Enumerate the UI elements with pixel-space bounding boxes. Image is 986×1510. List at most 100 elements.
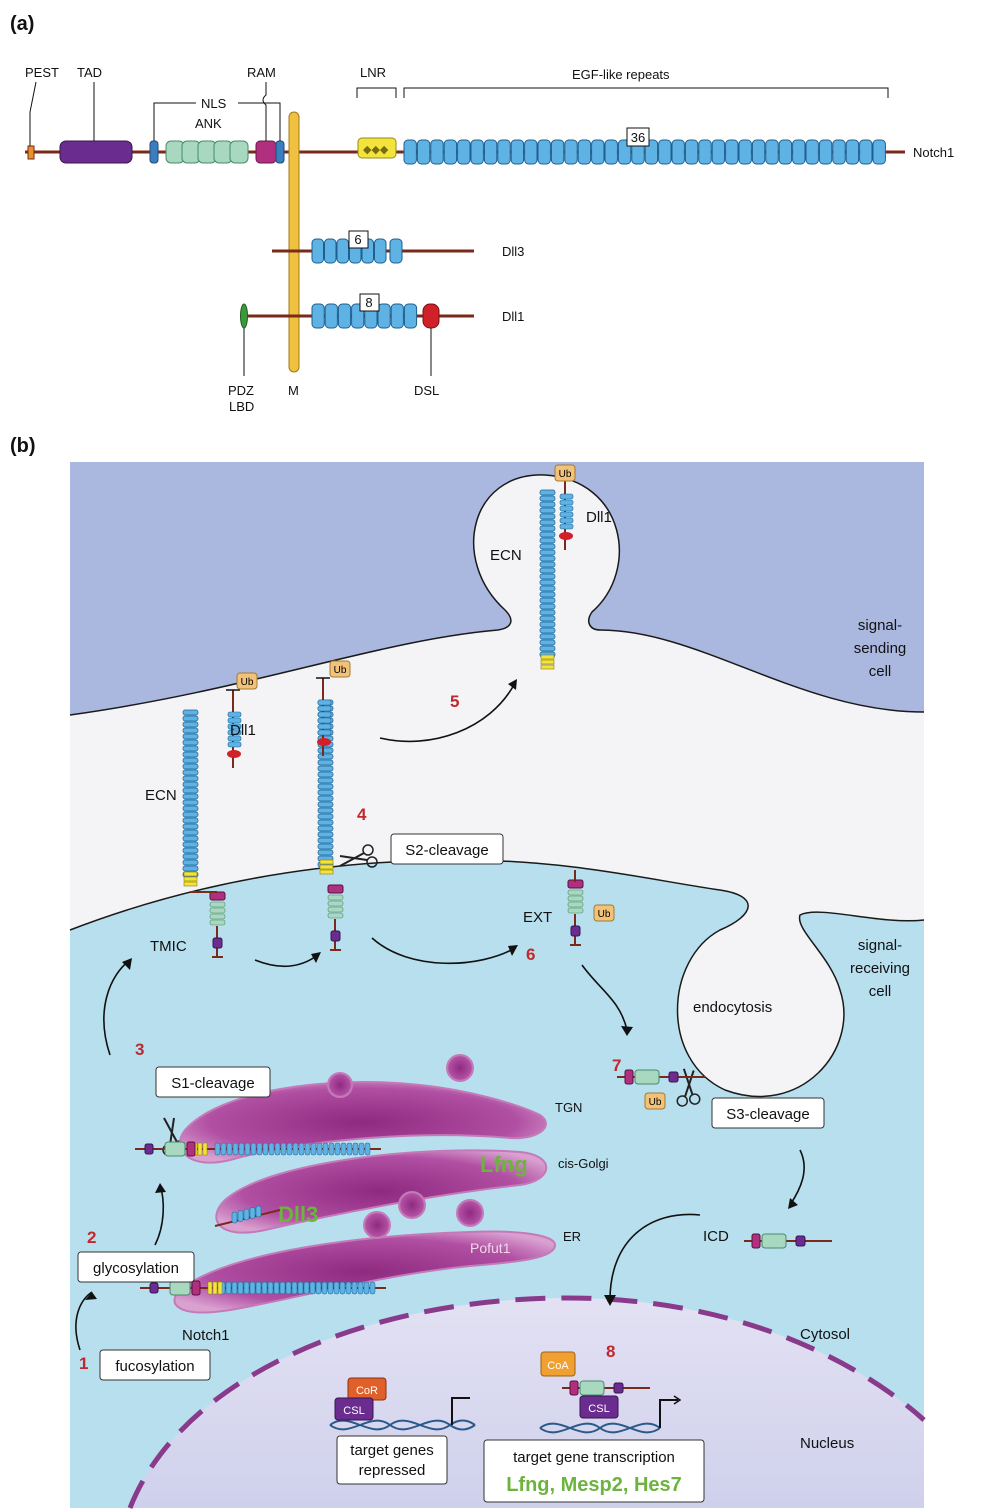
ecn-repeat <box>182 793 199 800</box>
egf-repeat <box>564 139 578 165</box>
dll3-name: Dll3 <box>502 244 524 259</box>
egf-repeat <box>845 139 860 165</box>
egf-repeat <box>725 139 739 165</box>
dll1-repeat-count: 8 <box>365 295 372 310</box>
ub-tag-2: Ub <box>329 660 351 678</box>
ecn-repeat <box>539 519 556 526</box>
sending-cell-label: signal- sending cell <box>854 617 907 680</box>
ecn-repeat <box>539 555 556 562</box>
egf-repeat <box>698 139 712 165</box>
dna-active <box>539 1395 682 1434</box>
svg-text:S2-cleavage: S2-cleavage <box>405 842 488 859</box>
egf-repeat <box>443 139 458 165</box>
egf-repeat <box>778 139 793 165</box>
egf-repeat <box>403 303 418 329</box>
egf-repeat <box>457 139 471 165</box>
egf-repeat <box>336 238 349 264</box>
egf-repeat <box>324 238 337 264</box>
nls-label: NLS <box>201 96 227 111</box>
panel-b-label: (b) <box>10 435 36 457</box>
notch1-repeat-count-box <box>626 127 650 147</box>
lnr-domain: ◆◆◆ <box>357 137 397 159</box>
ecn-repeat <box>539 639 556 646</box>
svg-text:repressed: repressed <box>359 1462 426 1479</box>
ecn-repeat <box>182 817 199 824</box>
svg-text:CoA: CoA <box>547 1360 569 1372</box>
ecn-repeat <box>182 835 199 842</box>
er-label: ER <box>563 1229 581 1244</box>
ecn-repeat <box>317 771 334 778</box>
egf-repeat <box>470 139 484 165</box>
svg-text:cell: cell <box>869 663 892 680</box>
egf-repeat <box>311 303 325 329</box>
ecn-repeat <box>539 621 556 628</box>
receiving-cell-label: signal- receiving cell <box>850 937 910 1000</box>
svg-text:Ub: Ub <box>334 665 347 676</box>
ecn-repeat <box>182 727 199 734</box>
ecn-repeat <box>539 537 556 544</box>
ecn-repeat <box>317 747 334 754</box>
notch1-repeat-count: 36 <box>631 130 645 145</box>
ecn-repeat <box>539 573 556 580</box>
cor-complex: CoR CSL <box>334 1377 387 1421</box>
dll1-label-top: Dll1 <box>586 509 612 526</box>
ecn-repeat <box>539 543 556 550</box>
membrane-m <box>288 111 300 373</box>
svg-text:◆◆◆: ◆◆◆ <box>363 144 389 156</box>
svg-text:sending: sending <box>854 640 907 657</box>
step-4: 4 <box>357 805 367 824</box>
ecn-repeat <box>539 567 556 574</box>
ecn-repeat <box>539 591 556 598</box>
ecn-repeat <box>182 745 199 752</box>
nls-domain-1 <box>149 140 159 164</box>
pdz-domain <box>240 303 248 329</box>
ecn-repeat <box>317 777 334 784</box>
egf-repeat <box>537 139 551 165</box>
step-2: 2 <box>87 1228 96 1247</box>
ecn-repeat <box>182 709 199 716</box>
svg-text:CSL: CSL <box>343 1405 364 1417</box>
egf-repeat <box>711 139 726 165</box>
step-8: 8 <box>606 1342 615 1361</box>
dll3-golgi-label: Dll3 <box>278 1202 318 1227</box>
egf-label: EGF-like repeats <box>572 67 670 82</box>
egf-repeat <box>374 238 387 264</box>
ank-domain <box>165 140 249 164</box>
ecn-repeat <box>182 757 199 764</box>
svg-text:target genes: target genes <box>350 1442 433 1459</box>
egf-repeat <box>403 139 417 165</box>
svg-text:Ub: Ub <box>559 469 572 480</box>
svg-text:CoR: CoR <box>356 1385 378 1397</box>
step-7: 7 <box>612 1056 621 1075</box>
egf-repeat <box>591 139 605 165</box>
ecn-repeat <box>317 831 334 838</box>
dna-repressed <box>329 1397 476 1431</box>
dll3-repeat-count-box <box>348 230 369 249</box>
svg-text:S1-cleavage: S1-cleavage <box>171 1075 254 1092</box>
dll3-repeat-count: 6 <box>354 232 361 247</box>
pofut1-label: Pofut1 <box>470 1240 511 1256</box>
egf-repeat <box>497 139 511 165</box>
panel-a-label: (a) <box>10 13 34 35</box>
egf-repeat <box>577 139 592 165</box>
target-gene-transcription-box: target gene transcription Lfng, Mesp2, H… <box>483 1439 705 1503</box>
egf-repeat <box>751 139 766 165</box>
ecn-repeat <box>539 609 556 616</box>
ecn-repeat <box>539 597 556 604</box>
ecn-repeat <box>317 759 334 766</box>
egf-repeat <box>430 139 444 165</box>
nucleus-label: Nucleus <box>800 1435 854 1452</box>
ecn-repeat <box>317 843 334 850</box>
egf-repeat <box>311 238 324 264</box>
tad-label: TAD <box>77 65 102 80</box>
fucosylation-box: fucosylation <box>99 1349 211 1381</box>
step-3: 3 <box>135 1040 144 1059</box>
ecn-repeat <box>182 811 199 818</box>
scissors-icon <box>339 844 378 868</box>
cis-golgi-label: cis-Golgi <box>558 1156 609 1171</box>
nls-domain-2 <box>275 140 285 164</box>
nuclear-envelope <box>127 1295 926 1509</box>
lnr-label: LNR <box>360 65 386 80</box>
svg-text:glycosylation: glycosylation <box>93 1260 179 1277</box>
tad-domain <box>59 140 133 164</box>
